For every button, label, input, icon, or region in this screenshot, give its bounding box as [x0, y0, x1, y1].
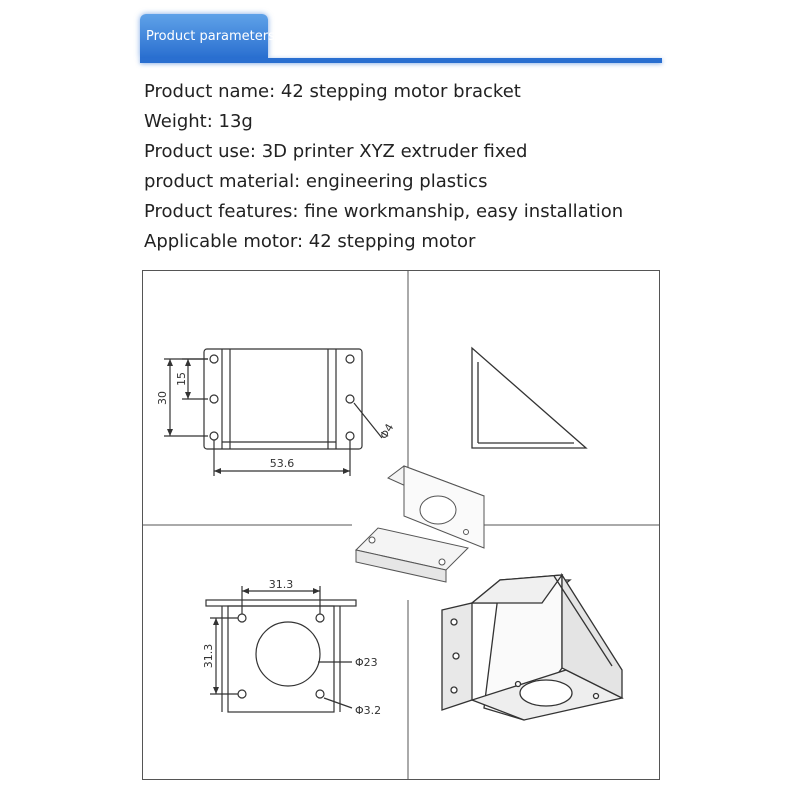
dim-hole-spacing: 15: [175, 372, 188, 386]
dim-hole-spacing-h: 31.3: [269, 578, 294, 591]
parameter-list: Product name: 42 stepping motor bracket …: [144, 77, 623, 257]
header-bar: Product parameters: [140, 14, 662, 66]
param-features: Product features: fine workmanship, easy…: [144, 201, 624, 222]
isometric-small-drawing: [355, 465, 485, 583]
param-applicable-motor: Applicable motor: 42 stepping motor: [144, 231, 476, 252]
param-material: product material: engineering plastics: [144, 171, 488, 192]
header-tab: Product parameters: [140, 14, 275, 58]
dim-width: 53.6: [270, 457, 295, 470]
dim-mount-hole-dia: Φ3.2: [355, 704, 381, 717]
param-product-use: Product use: 3D printer XYZ extruder fix…: [144, 141, 528, 162]
dim-height: 30: [156, 391, 169, 405]
param-weight: Weight: 13g: [144, 111, 253, 132]
technical-drawing: 30 15 53.6 Φ4: [142, 270, 660, 780]
side-view-drawing: [471, 346, 588, 449]
dim-hole-spacing-v: 31.3: [202, 644, 215, 669]
front-view-drawing: [205, 586, 357, 713]
top-view-drawing: [164, 348, 383, 476]
param-product-name: Product name: 42 stepping motor bracket: [144, 81, 521, 102]
dim-bore-dia: Φ23: [355, 656, 378, 669]
technical-drawing-panel: 30 15 53.6 Φ4: [142, 270, 660, 780]
header-underline: [140, 58, 662, 63]
isometric-large-drawing: [441, 572, 624, 721]
dim-hole-dia: Φ4: [377, 421, 396, 441]
header-title: Product parameters: [146, 29, 275, 44]
